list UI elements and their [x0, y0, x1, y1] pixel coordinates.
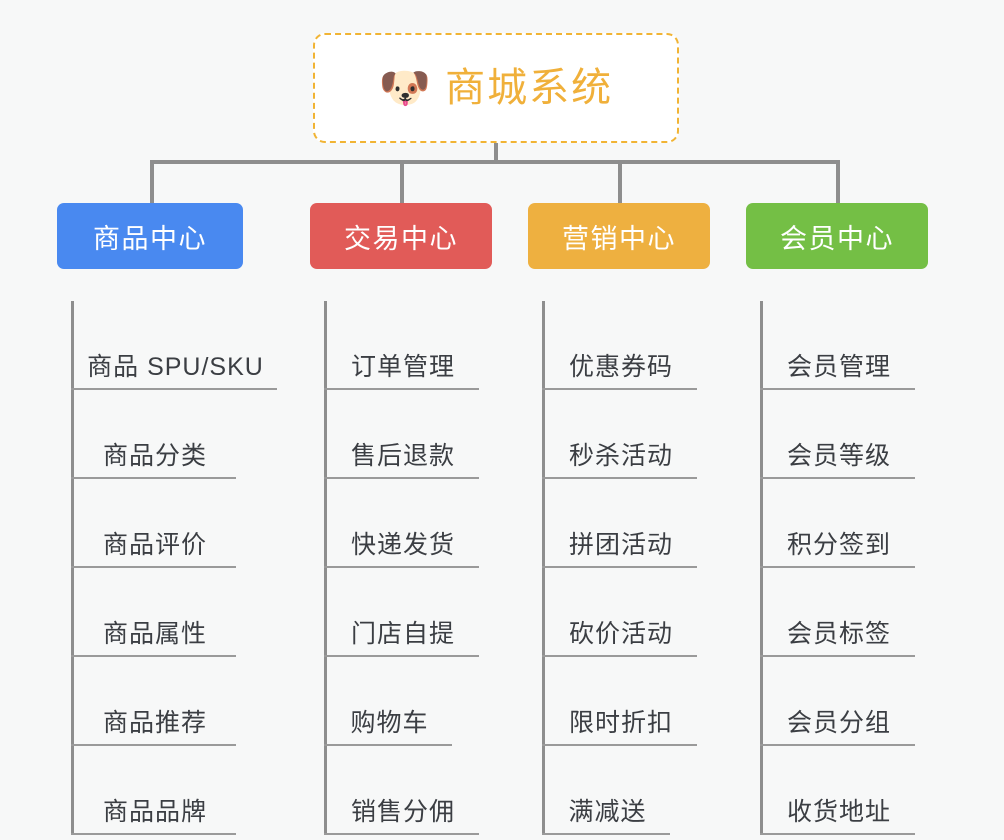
leaf-item-label: 限时折扣 [568, 708, 673, 737]
connector-drop-1 [150, 160, 154, 205]
leaf-item[interactable]: 会员分组 [760, 657, 915, 746]
connector-drop-4 [836, 160, 840, 205]
branch-header-label: 交易中心 [344, 223, 458, 254]
leaf-item-label: 商品评价 [102, 530, 207, 559]
leaf-item-label: 商品分类 [102, 441, 207, 470]
leaf-item[interactable]: 限时折扣 [542, 657, 697, 746]
leaf-item[interactable]: 满减送 [542, 746, 670, 835]
leaf-list-marketing: 优惠券码 秒杀活动 拼团活动 砍价活动 限时折扣 满减送 [528, 301, 710, 835]
branch-column-product: 商品中心 商品 SPU/SKU 商品分类 商品评价 商品属性 商品推荐 商品品牌 [57, 203, 277, 835]
leaf-item-label: 售后退款 [350, 441, 455, 470]
leaf-item-label: 会员管理 [786, 352, 891, 381]
leaf-trunk-line [324, 301, 327, 835]
leaf-item-label: 收货地址 [786, 797, 891, 826]
leaf-item[interactable]: 快递发货 [324, 479, 479, 568]
branch-header-trade[interactable]: 交易中心 [310, 203, 492, 269]
branch-header-label: 营销中心 [562, 223, 676, 254]
branch-column-member: 会员中心 会员管理 会员等级 积分签到 会员标签 会员分组 收货地址 [746, 203, 928, 835]
leaf-item[interactable]: 拼团活动 [542, 479, 697, 568]
leaf-item[interactable]: 商品推荐 [71, 657, 236, 746]
leaf-item-label: 商品推荐 [102, 708, 207, 737]
leaf-item[interactable]: 商品属性 [71, 568, 236, 657]
branch-header-label: 会员中心 [780, 223, 894, 254]
leaf-item-label: 满减送 [568, 797, 647, 826]
branch-column-marketing: 营销中心 优惠券码 秒杀活动 拼团活动 砍价活动 限时折扣 满减送 [528, 203, 710, 835]
leaf-list-trade: 订单管理 售后退款 快递发货 门店自提 购物车 销售分佣 [310, 301, 492, 835]
leaf-list-product: 商品 SPU/SKU 商品分类 商品评价 商品属性 商品推荐 商品品牌 [57, 301, 277, 835]
leaf-item-label: 积分签到 [786, 530, 891, 559]
branch-header-label: 商品中心 [93, 223, 207, 254]
branch-column-trade: 交易中心 订单管理 售后退款 快递发货 门店自提 购物车 销售分佣 [310, 203, 492, 835]
leaf-item-label: 砍价活动 [568, 619, 673, 648]
branch-header-member[interactable]: 会员中心 [746, 203, 928, 269]
leaf-item[interactable]: 商品评价 [71, 479, 236, 568]
leaf-item[interactable]: 砍价活动 [542, 568, 697, 657]
leaf-item-label: 商品 SPU/SKU [87, 352, 264, 381]
leaf-item[interactable]: 会员等级 [760, 390, 915, 479]
leaf-item[interactable]: 会员管理 [760, 301, 915, 390]
leaf-item[interactable]: 会员标签 [760, 568, 915, 657]
leaf-item[interactable]: 秒杀活动 [542, 390, 697, 479]
leaf-item[interactable]: 商品品牌 [71, 746, 236, 835]
leaf-list-member: 会员管理 会员等级 积分签到 会员标签 会员分组 收货地址 [746, 301, 928, 835]
leaf-item[interactable]: 门店自提 [324, 568, 479, 657]
leaf-item[interactable]: 优惠券码 [542, 301, 697, 390]
leaf-item-label: 销售分佣 [350, 797, 455, 826]
leaf-item-label: 门店自提 [350, 619, 455, 648]
leaf-item[interactable]: 商品分类 [71, 390, 236, 479]
branch-header-marketing[interactable]: 营销中心 [528, 203, 710, 269]
root-title: 商城系统 [445, 66, 614, 110]
shiba-dog-face-icon: 🐶 [378, 63, 432, 112]
leaf-trunk-line [760, 301, 763, 835]
leaf-item-label: 快递发货 [350, 530, 455, 559]
connector-drop-2 [400, 160, 404, 205]
root-node[interactable]: 🐶 商城系统 [313, 33, 679, 143]
leaf-item-label: 拼团活动 [568, 530, 673, 559]
leaf-item-label: 秒杀活动 [568, 441, 673, 470]
leaf-item-label: 商品品牌 [102, 797, 207, 826]
leaf-item[interactable]: 购物车 [324, 657, 452, 746]
leaf-item-label: 会员等级 [786, 441, 891, 470]
leaf-item-label: 会员标签 [786, 619, 891, 648]
leaf-item-label: 商品属性 [102, 619, 207, 648]
leaf-item-label: 购物车 [350, 708, 429, 737]
leaf-item[interactable]: 收货地址 [760, 746, 915, 835]
leaf-trunk-line [71, 301, 74, 835]
leaf-item[interactable]: 售后退款 [324, 390, 479, 479]
connector-drop-3 [618, 160, 622, 205]
leaf-item-label: 会员分组 [786, 708, 891, 737]
leaf-item-label: 订单管理 [350, 352, 455, 381]
connector-root-stem [494, 143, 498, 163]
leaf-item[interactable]: 销售分佣 [324, 746, 479, 835]
leaf-item[interactable]: 商品 SPU/SKU [71, 301, 277, 390]
leaf-item[interactable]: 订单管理 [324, 301, 479, 390]
leaf-item-label: 优惠券码 [568, 352, 673, 381]
branch-header-product[interactable]: 商品中心 [57, 203, 243, 269]
leaf-item[interactable]: 积分签到 [760, 479, 915, 568]
leaf-trunk-line [542, 301, 545, 835]
connector-horizontal-bus [150, 160, 840, 164]
